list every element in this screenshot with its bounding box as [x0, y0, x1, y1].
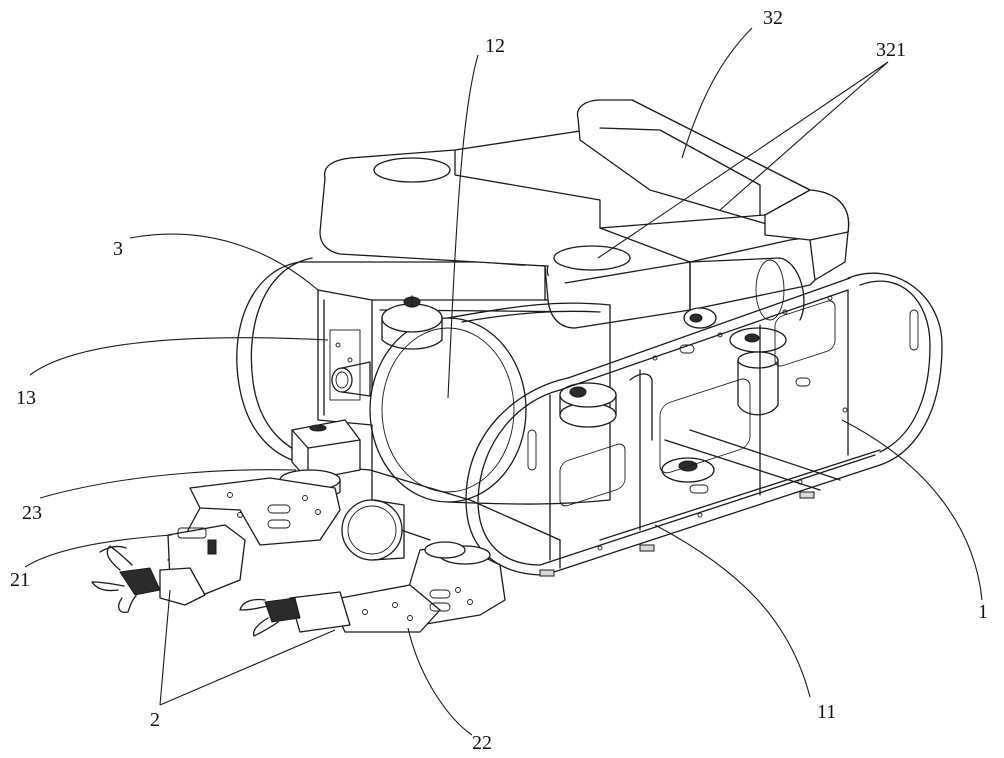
- label-2: 2: [150, 709, 160, 731]
- thruster-lower-mid: [661, 457, 715, 483]
- thruster-top-left: [381, 295, 443, 350]
- label-3: 3: [113, 238, 123, 260]
- reference-labels: 32 12 321 3 13 23 21 2 22 11 1: [10, 7, 988, 754]
- label-1: 1: [978, 601, 988, 623]
- label-22: 22: [472, 732, 492, 754]
- label-21: 21: [10, 569, 30, 591]
- left-manipulator: [91, 477, 341, 614]
- thruster-top-right: [683, 307, 717, 329]
- thruster-right: [729, 327, 787, 416]
- label-23: 23: [22, 502, 42, 524]
- label-11: 11: [817, 701, 836, 723]
- leader-lines: [24, 27, 983, 736]
- front-frame: [465, 272, 943, 576]
- rear-cylinder: [689, 257, 805, 321]
- right-manipulator: [239, 499, 506, 637]
- label-32: 32: [763, 7, 783, 29]
- thruster-left-side: [331, 361, 371, 397]
- thruster-mid: [559, 382, 617, 428]
- label-13: 13: [16, 387, 36, 409]
- label-12: 12: [485, 35, 505, 57]
- buoyancy-block: [319, 99, 850, 329]
- label-321: 321: [876, 39, 906, 61]
